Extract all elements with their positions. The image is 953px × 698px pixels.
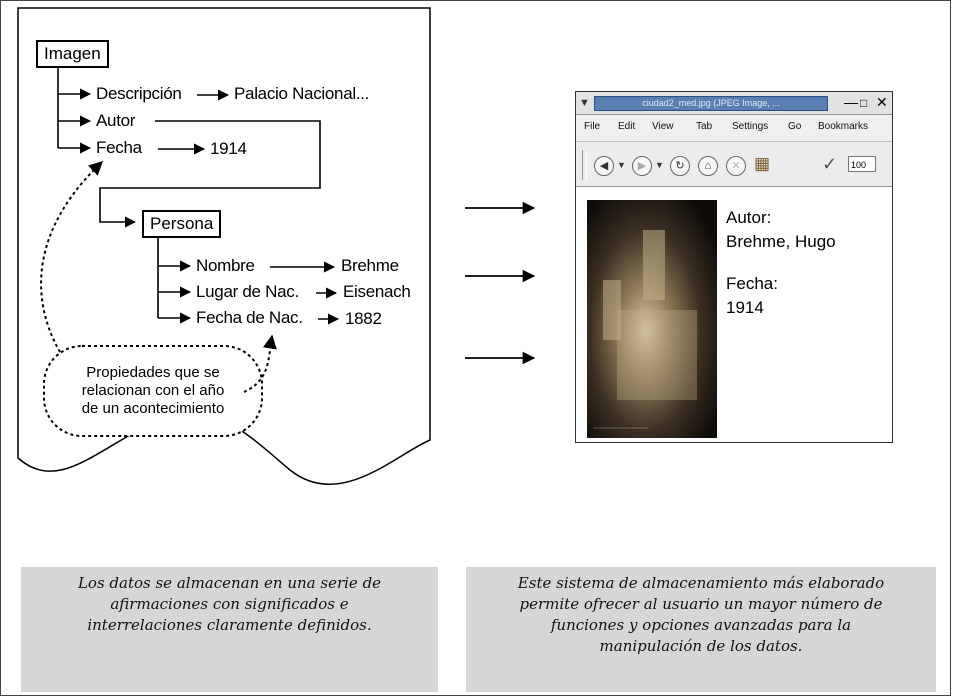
label-nombre: Nombre <box>196 256 255 275</box>
note-text: Propiedades que se relacionan con el año… <box>50 364 256 418</box>
value-lugar: Eisenach <box>343 282 411 301</box>
value-fecha: 1914 <box>210 139 247 158</box>
toolbar-grip[interactable] <box>582 150 587 180</box>
menu-view[interactable]: View <box>652 121 674 132</box>
node-imagen: Imagen <box>36 40 109 68</box>
minimize-icon[interactable]: — <box>844 94 858 110</box>
menu-bookmarks[interactable]: Bookmarks <box>818 121 869 132</box>
toolbar: ◀ ▼ ▶ ▼ ↻ ⌂ ✕ ▦ ✓ 100 <box>576 142 892 187</box>
cathedral-photo: ~~~~~~~~~~~~~~~~~~~ <box>587 200 717 438</box>
home-icon[interactable]: ⌂ <box>698 156 718 176</box>
fecha-value: 1914 <box>726 298 764 317</box>
menu-tab[interactable]: Tab <box>696 121 713 132</box>
caption-line: funciones y opciones avanzadas para la <box>550 616 852 634</box>
maximize-icon[interactable]: □ <box>860 96 868 110</box>
caption-right: Este sistema de almacenamiento más elabo… <box>466 567 936 692</box>
menu-go[interactable]: Go <box>788 121 802 132</box>
caption-line: manipulación de los datos. <box>599 637 803 655</box>
reload-icon[interactable]: ↻ <box>670 156 690 176</box>
bookmark-icon[interactable]: ▦ <box>754 154 771 173</box>
label-descripcion: Descripción <box>96 84 182 103</box>
note-line: de un acontecimiento <box>81 400 225 417</box>
node-persona: Persona <box>142 210 222 238</box>
close-icon[interactable]: ✕ <box>876 94 888 110</box>
menu-bar: File Edit View Tab Settings Go Bookmarks <box>576 115 892 142</box>
note-line: Propiedades que se <box>86 364 220 381</box>
fecha-block: Fecha: 1914 <box>726 272 778 320</box>
window-titlebar[interactable]: ▼ ciudad2_med.jpg (JPEG Image, ... — □ ✕ <box>576 92 892 115</box>
back-icon[interactable]: ◀ <box>594 156 614 176</box>
label-fecha: Fecha <box>96 138 142 157</box>
browser-window: ▼ ciudad2_med.jpg (JPEG Image, ... — □ ✕… <box>575 91 893 443</box>
photo-caption: ~~~~~~~~~~~~~~~~~~~ <box>593 426 649 432</box>
arrow-persona <box>99 120 321 228</box>
menu-file[interactable]: File <box>584 121 601 132</box>
label-fecha-nac: Fecha de Nac. <box>196 308 303 327</box>
back-dropdown-icon[interactable]: ▼ <box>617 160 626 170</box>
note-arrow-fecha-nac <box>243 334 277 393</box>
photo-facade <box>617 310 697 400</box>
autor-label: Autor: <box>726 208 772 227</box>
label-lugar: Lugar de Nac. <box>196 282 299 301</box>
value-nombre: Brehme <box>341 256 399 275</box>
value-descripcion: Palacio Nacional... <box>234 84 370 103</box>
label-autor: Autor <box>96 111 136 130</box>
forward-icon[interactable]: ▶ <box>632 156 652 176</box>
caption-line: Este sistema de almacenamiento más elabo… <box>517 574 885 592</box>
note-line: relacionan con el año <box>81 382 225 399</box>
autor-value: Brehme, Hugo <box>726 232 836 251</box>
value-fecha-nac: 1882 <box>345 309 382 328</box>
fecha-label: Fecha: <box>726 274 778 293</box>
caption-left: Los datos se almacenan en una serie de a… <box>21 567 438 692</box>
window-title: ciudad2_med.jpg (JPEG Image, ... <box>594 96 828 111</box>
zoom-icon[interactable]: ✓ <box>822 154 838 174</box>
menu-edit[interactable]: Edit <box>618 121 636 132</box>
stop-icon[interactable]: ✕ <box>726 156 746 176</box>
caption-line: Los datos se almacenan en una serie de <box>77 574 382 592</box>
caption-line: interrelaciones claramente definidos. <box>87 616 372 634</box>
forward-dropdown-icon[interactable]: ▼ <box>655 160 664 170</box>
menu-settings[interactable]: Settings <box>732 121 769 132</box>
caption-line: afirmaciones con significados e <box>110 595 349 613</box>
note-bubble <box>43 345 263 437</box>
note-arrow-fecha <box>40 161 104 353</box>
caption-line: permite ofrecer al usuario un mayor núme… <box>519 595 883 613</box>
photo-tower <box>603 280 621 340</box>
autor-block: Autor: Brehme, Hugo <box>726 206 836 254</box>
zoom-field[interactable]: 100 <box>848 156 876 172</box>
photo-tower <box>643 230 665 300</box>
app-menu-icon[interactable]: ▼ <box>579 97 590 109</box>
